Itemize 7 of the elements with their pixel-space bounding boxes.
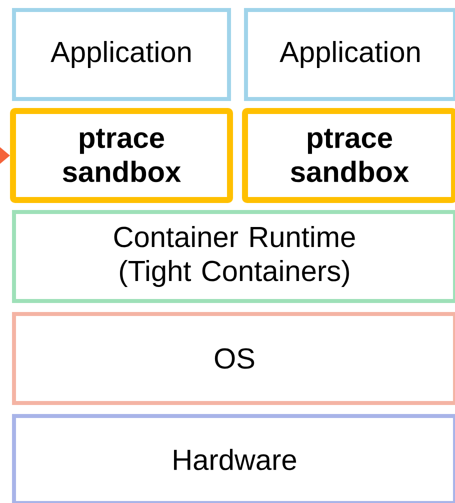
sandbox-box: ptrace sandbox	[242, 108, 455, 203]
sandbox-box: ptrace sandbox	[10, 108, 233, 203]
hardware-layer: Hardware	[12, 414, 455, 503]
os-layer: OS	[12, 312, 455, 405]
runtime-layer: Container Runtime (Tight Containers)	[12, 210, 455, 303]
application-box: Application	[244, 8, 455, 101]
application-box: Application	[12, 8, 231, 101]
